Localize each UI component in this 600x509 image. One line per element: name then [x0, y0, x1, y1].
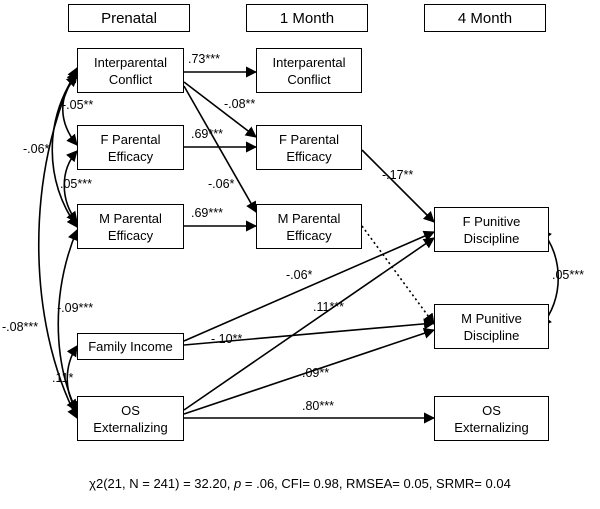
coef-fpe-fpe: .69***	[191, 127, 223, 141]
coef-cov-ipc-fpe: -.05**	[62, 98, 94, 112]
path-fpe1-fpd	[361, 149, 435, 223]
node-m-punitive-discipline: M Punitive Discipline	[434, 304, 549, 349]
path-mpe1-mpd	[361, 225, 435, 325]
node-f-parental-efficacy-1-month: F Parental Efficacy	[256, 125, 362, 170]
path-ipc-mpe1	[183, 85, 257, 213]
coef-ipc-mpe1: -.06*	[208, 177, 235, 191]
path-inc-mpd	[183, 318, 436, 346]
coef-cov-mpe-os: -.09***	[57, 301, 94, 315]
node-m-parental-efficacy-1-month: M Parental Efficacy	[256, 204, 362, 249]
path-ipc-fpe1	[183, 81, 257, 138]
node-os-externalizing-4-month: OS Externalizing	[434, 396, 549, 441]
fit-prefix: χ2(21, N = 241) = 32.20,	[89, 476, 235, 491]
header-1-month: 1 Month	[246, 4, 368, 32]
coef-cov-ipc-mpe: -.06*	[23, 142, 50, 156]
coef-cov-inc-os: .11*	[52, 371, 74, 385]
coef-os-os: .80***	[302, 399, 334, 413]
coef-cov-fpe-mpe: .05***	[60, 177, 92, 191]
header-prenatal: Prenatal	[68, 4, 190, 32]
coef-mpe-mpe: .69***	[191, 206, 223, 220]
node-m-parental-efficacy-prenatal: M Parental Efficacy	[77, 204, 184, 249]
coef-cov-ipc-os: -.08***	[2, 320, 39, 334]
coef-os-mpd: .09**	[302, 366, 330, 380]
coef-inc-fpd: -.06*	[286, 268, 313, 282]
node-interparental-conflict-prenatal: Interparental Conflict	[77, 48, 184, 93]
header-4-month: 4 Month	[424, 4, 546, 32]
coef-inc-mpd: -.10**	[211, 332, 243, 346]
coef-ipc-fpe1: -.08**	[224, 97, 256, 111]
path-inc-fpd	[183, 230, 436, 342]
node-f-punitive-discipline: F Punitive Discipline	[434, 207, 549, 252]
path-os-mpd	[183, 327, 436, 415]
model-fit-statistics: χ2(21, N = 241) = 32.20, p = .06, CFI= 0…	[0, 476, 600, 491]
node-interparental-conflict-1-month: Interparental Conflict	[256, 48, 362, 93]
path-os-fpd	[183, 237, 435, 411]
node-family-income: Family Income	[77, 333, 184, 360]
node-os-externalizing-prenatal: OS Externalizing	[77, 396, 184, 441]
cov-ipc-os	[37, 66, 78, 419]
fit-suffix: = .06, CFI= 0.98, RMSEA= 0.05, SRMR= 0.0…	[241, 476, 511, 491]
coef-fpe1-fpd: -.17**	[382, 168, 414, 182]
coef-ipc-ipc: .73***	[188, 52, 220, 66]
cov-inc-os	[66, 345, 78, 411]
coef-os-fpd: .11***	[313, 300, 345, 314]
coef-cov-fpd-mpd: .05***	[552, 268, 584, 282]
node-f-parental-efficacy-prenatal: F Parental Efficacy	[77, 125, 184, 170]
fit-p-label: p	[234, 476, 242, 491]
